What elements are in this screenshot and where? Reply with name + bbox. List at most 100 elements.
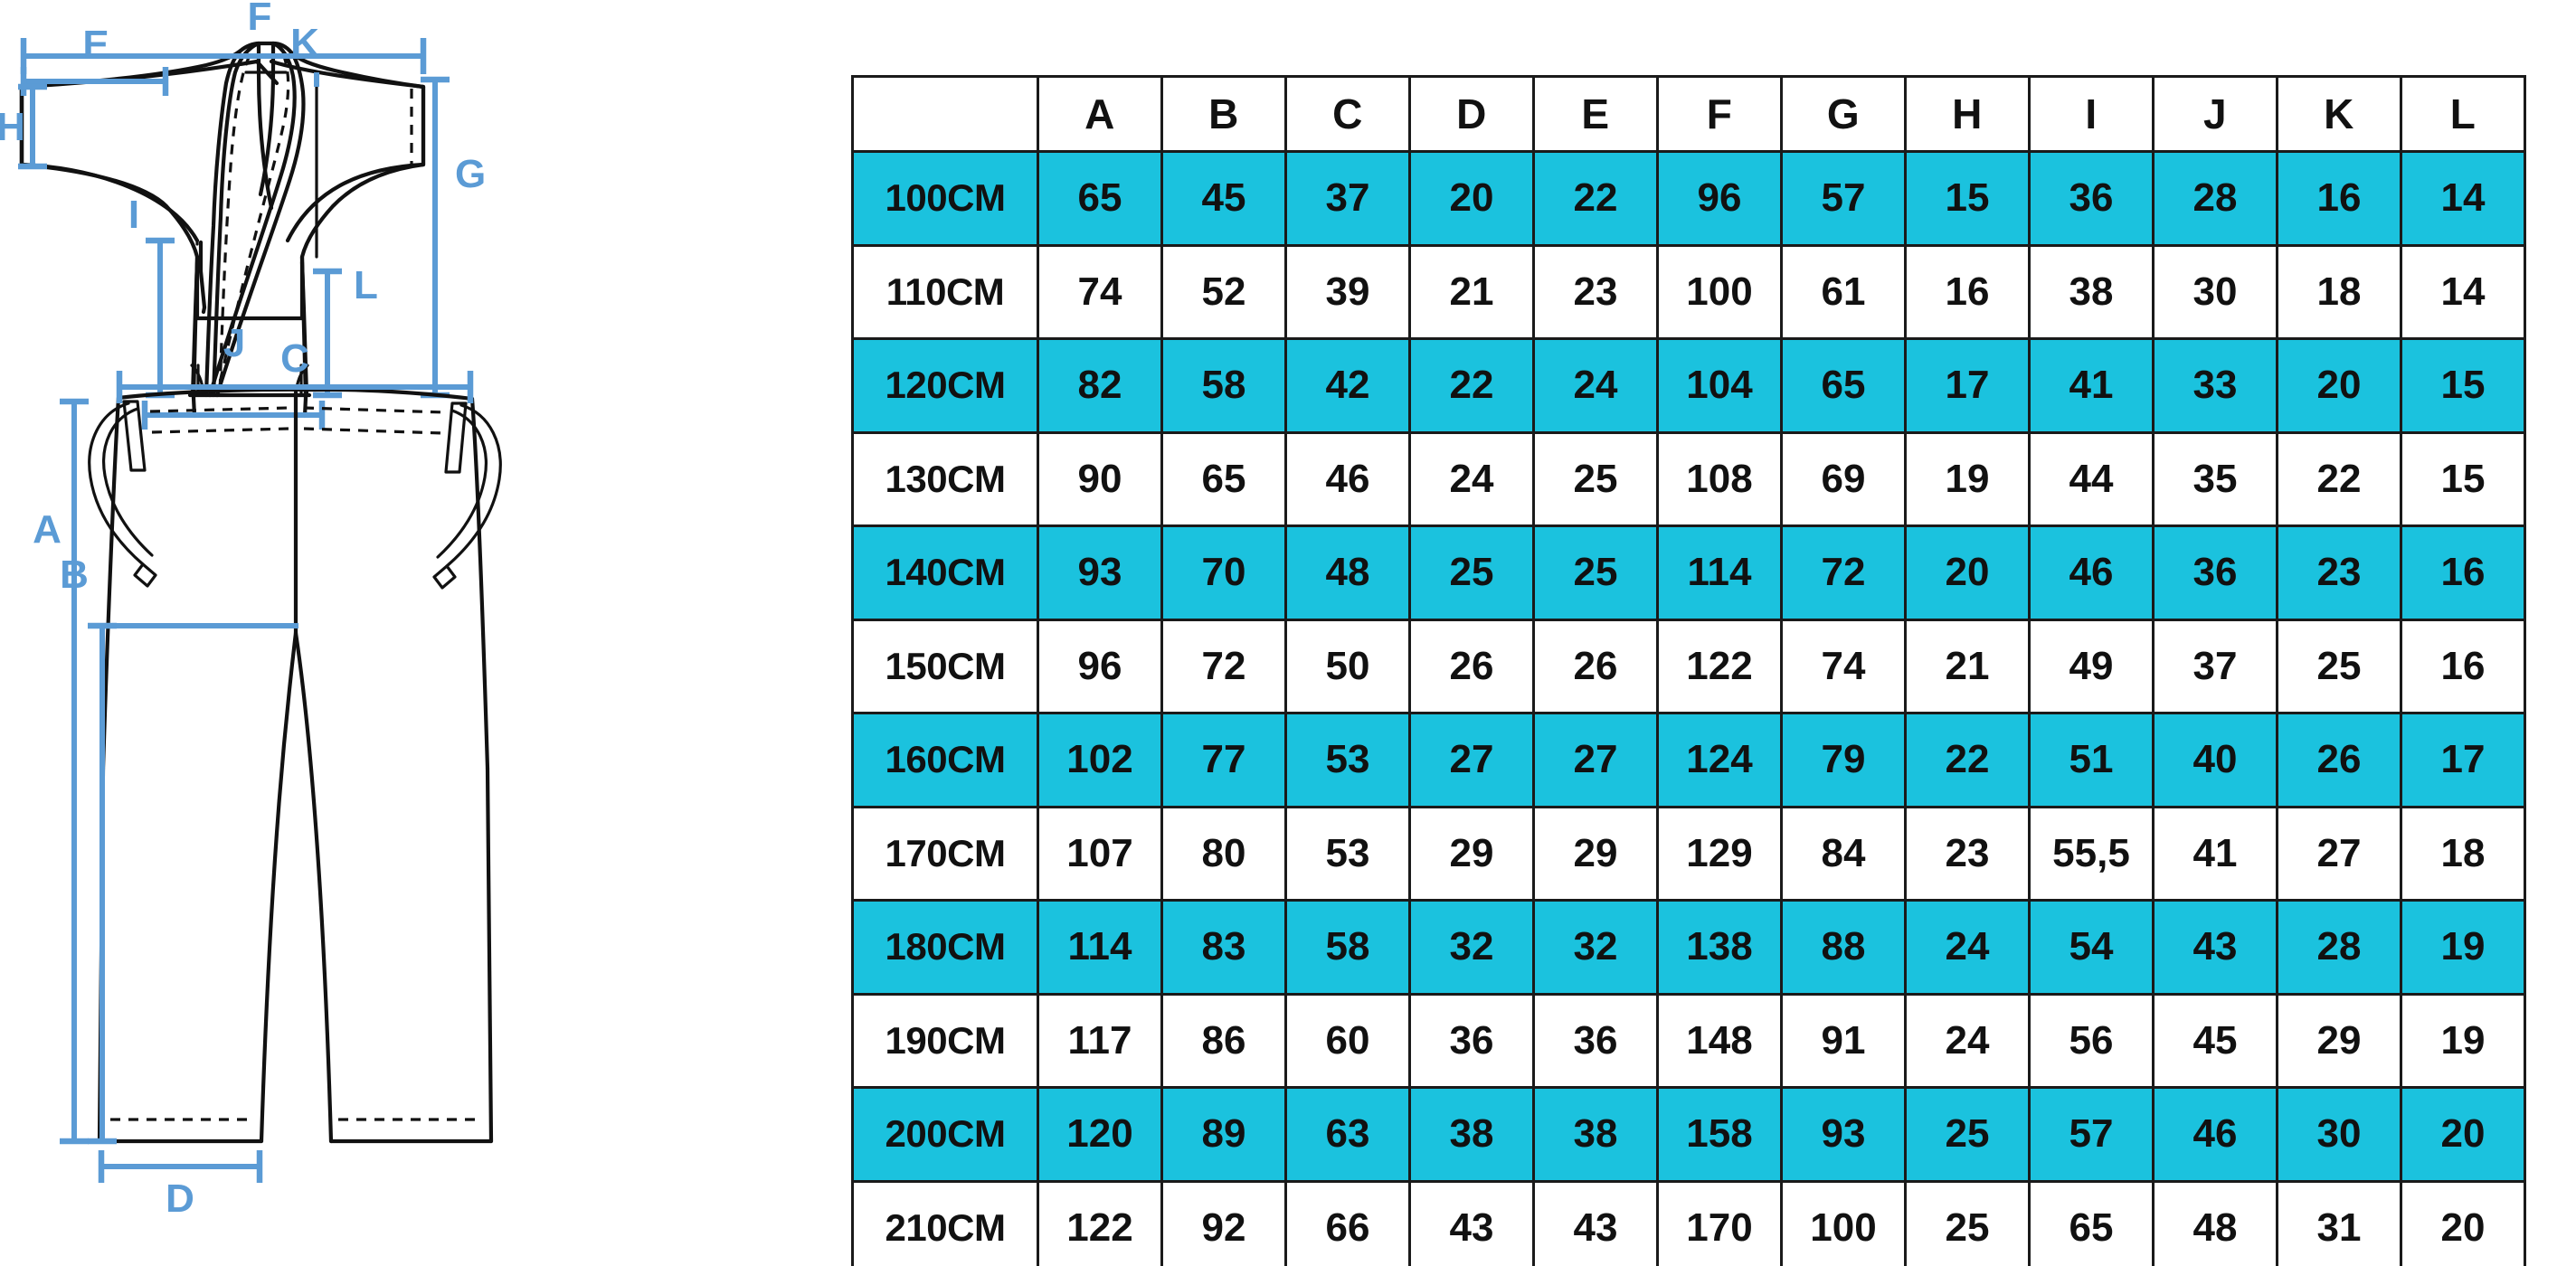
measurement-cell: 27 [1532, 712, 1659, 808]
measurement-cell: 57 [2028, 1086, 2155, 1183]
measurement-cell: 15 [2400, 337, 2526, 434]
measurement-cell: 170 [1656, 1179, 1783, 1266]
jacket-dimension-lines [18, 38, 450, 430]
measurement-cell: 45 [2152, 992, 2278, 1089]
measurement-cell: 32 [1408, 899, 1535, 996]
measurement-cell: 91 [1780, 992, 1907, 1089]
measurement-cell: 63 [1284, 1086, 1411, 1183]
measurement-cell: 35 [2152, 430, 2278, 527]
size-label-cell: 110CM [851, 243, 1039, 340]
measurement-cell: 86 [1160, 992, 1287, 1089]
measurement-cell: 48 [2152, 1179, 2278, 1266]
measurement-cell: 42 [1284, 337, 1411, 434]
measurement-cell: 93 [1780, 1086, 1907, 1183]
size-label-cell: 180CM [851, 899, 1039, 996]
measurement-cell: 40 [2152, 712, 2278, 808]
measurement-cell: 89 [1160, 1086, 1287, 1183]
measurement-cell: 36 [2152, 524, 2278, 621]
measurement-cell: 17 [1904, 337, 2031, 434]
measurement-cell: 77 [1160, 712, 1287, 808]
size-table-column-header-e: E [1532, 75, 1659, 153]
measurement-cell: 20 [2400, 1086, 2526, 1183]
measurement-cell: 120 [1037, 1086, 1163, 1183]
measurement-cell: 36 [1532, 992, 1659, 1089]
measurement-cell: 38 [1532, 1086, 1659, 1183]
measurement-cell: 25 [1532, 524, 1659, 621]
measurement-cell: 108 [1656, 430, 1783, 527]
measurement-cell: 53 [1284, 805, 1411, 902]
jacket-dim-label-I: I [128, 193, 139, 237]
measurement-cell: 100 [1656, 243, 1783, 340]
measurement-cell: 29 [1408, 805, 1535, 902]
measurement-cell: 14 [2400, 243, 2526, 340]
measurement-cell: 45 [1160, 150, 1287, 247]
measurement-cell: 129 [1656, 805, 1783, 902]
measurement-cell: 29 [1532, 805, 1659, 902]
jacket-dim-label-L: L [354, 263, 378, 307]
pants-technical-drawing [88, 387, 502, 1144]
measurement-cell: 38 [2028, 243, 2155, 340]
size-label-cell: 130CM [851, 430, 1039, 527]
size-label-cell: 150CM [851, 618, 1039, 714]
measurement-cell: 48 [1284, 524, 1411, 621]
measurement-cell: 58 [1284, 899, 1411, 996]
measurement-cell: 114 [1656, 524, 1783, 621]
measurement-cell: 14 [2400, 150, 2526, 247]
measurement-cell: 16 [2276, 150, 2402, 247]
jacket-dim-label-F: F [248, 0, 272, 39]
measurement-cell: 80 [1160, 805, 1287, 902]
size-table-column-header-l: L [2400, 75, 2526, 153]
measurement-cell: 50 [1284, 618, 1411, 714]
measurement-cell: 66 [1284, 1179, 1411, 1266]
size-table-column-header-a: A [1037, 75, 1163, 153]
jacket-dim-label-H: H [0, 105, 25, 149]
size-label-cell: 170CM [851, 805, 1039, 902]
measurement-cell: 20 [2276, 337, 2402, 434]
measurement-cell: 44 [2028, 430, 2155, 527]
measurement-cell: 27 [1408, 712, 1535, 808]
measurement-cell: 72 [1780, 524, 1907, 621]
garment-diagram-panel: .gl { fill:none; stroke:#111111; stroke-… [0, 0, 841, 1266]
measurement-cell: 26 [1532, 618, 1659, 714]
measurement-cell: 56 [2028, 992, 2155, 1089]
measurement-cell: 25 [1904, 1086, 2031, 1183]
measurement-cell: 69 [1780, 430, 1907, 527]
measurement-cell: 74 [1780, 618, 1907, 714]
measurement-cell: 20 [2400, 1179, 2526, 1266]
measurement-cell: 107 [1037, 805, 1163, 902]
measurement-cell: 25 [1532, 430, 1659, 527]
measurement-cell: 43 [1532, 1179, 1659, 1266]
measurement-cell: 65 [1780, 337, 1907, 434]
measurement-cell: 96 [1656, 150, 1783, 247]
measurement-cell: 55,5 [2028, 805, 2155, 902]
pants-dim-label-B: B [60, 553, 89, 597]
measurement-cell: 124 [1656, 712, 1783, 808]
measurement-cell: 30 [2152, 243, 2278, 340]
measurement-cell: 65 [2028, 1179, 2155, 1266]
measurement-cell: 96 [1037, 618, 1163, 714]
measurement-cell: 70 [1160, 524, 1287, 621]
measurement-cell: 74 [1037, 243, 1163, 340]
measurement-cell: 28 [2276, 899, 2402, 996]
size-label-cell: 200CM [851, 1086, 1039, 1183]
measurement-cell: 20 [1904, 524, 2031, 621]
measurement-cell: 24 [1408, 430, 1535, 527]
measurement-cell: 15 [1904, 150, 2031, 247]
measurement-cell: 30 [2276, 1086, 2402, 1183]
size-table-column-header-c: C [1284, 75, 1411, 153]
measurement-cell: 43 [2152, 899, 2278, 996]
